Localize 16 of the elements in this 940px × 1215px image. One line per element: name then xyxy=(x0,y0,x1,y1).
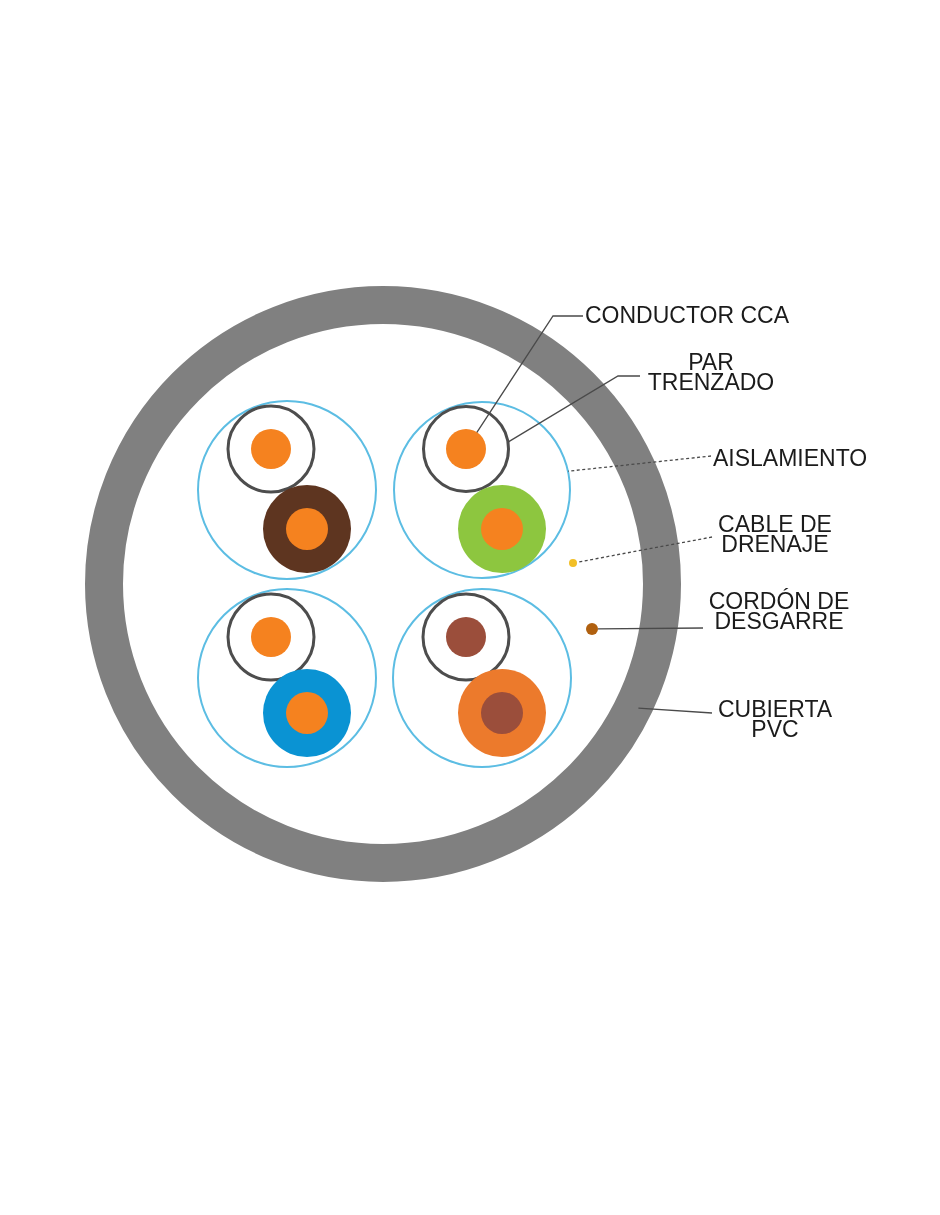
callout-label: CUBIERTA PVC xyxy=(712,699,838,739)
callout-label: AISLAMIENTO xyxy=(713,448,868,468)
callout-label: CONDUCTOR CCA xyxy=(585,305,790,325)
leader-line xyxy=(576,536,713,563)
conductor-core xyxy=(446,429,486,469)
insulated-wire xyxy=(422,405,510,493)
callout-label: PAR TRENZADO xyxy=(640,352,782,392)
callout-label: CABLE DE DRENAJE xyxy=(712,514,838,554)
drain-wire-dot xyxy=(569,559,577,567)
leader-line xyxy=(476,315,584,433)
rip-cord-dot xyxy=(586,623,598,635)
leader-line xyxy=(637,707,713,714)
leader-line xyxy=(567,455,712,472)
pair-wrap-circle xyxy=(393,401,571,579)
leader-line xyxy=(507,375,641,443)
leader-line xyxy=(597,627,704,630)
